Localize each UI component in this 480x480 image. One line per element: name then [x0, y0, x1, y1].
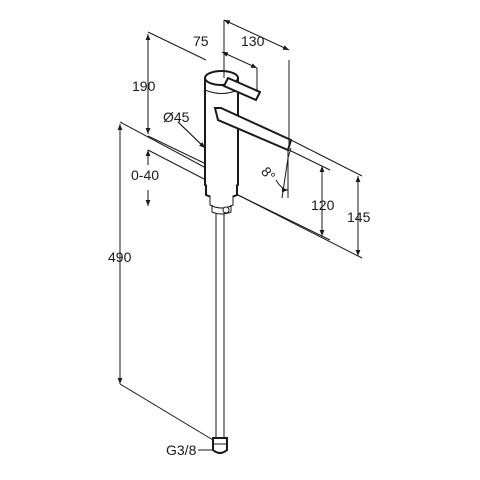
label-190: 190: [132, 78, 156, 94]
dimension-190: 190: [132, 31, 207, 165]
dimension-0-40: 0-40: [131, 149, 207, 206]
label-130: 130: [241, 33, 265, 49]
label-145: 145: [347, 209, 371, 225]
dimension-130: 130: [223, 19, 290, 148]
label-angle: 8°: [258, 163, 279, 184]
label-diameter: Ø45: [163, 109, 190, 125]
label-490: 490: [108, 249, 132, 265]
dimension-145: 145: [237, 139, 371, 259]
label-75: 75: [193, 33, 209, 49]
dimension-angle: 8°: [258, 157, 289, 199]
label-thread: G3/8: [166, 442, 197, 458]
dimension-diameter: Ø45: [163, 109, 206, 149]
faucet-body: [204, 70, 293, 454]
label-120: 120: [311, 197, 335, 213]
label-0-40: 0-40: [131, 167, 159, 183]
dimension-120: 120: [237, 149, 335, 241]
dimension-490: 490: [108, 121, 214, 441]
dimension-thread: G3/8: [166, 442, 213, 458]
